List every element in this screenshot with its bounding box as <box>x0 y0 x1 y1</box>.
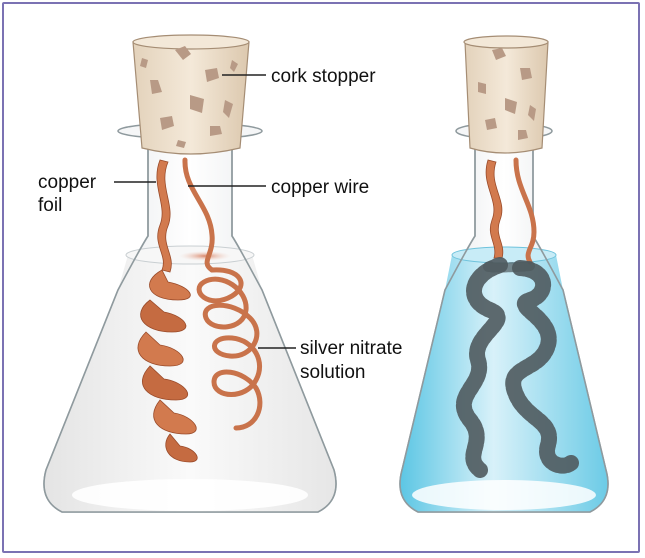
silver-nitrate-label-line2: solution <box>300 362 366 383</box>
right-flask-solution <box>400 255 608 512</box>
copper-foil-label-line2: foil <box>38 195 62 216</box>
right-cork-stopper <box>464 36 548 153</box>
cork-stopper-label: cork stopper <box>271 66 376 87</box>
copper-foil-label-line1: copper <box>38 172 97 193</box>
left-cork-stopper <box>133 35 249 154</box>
silver-nitrate-label-line1: silver nitrate <box>300 338 402 359</box>
copper-wire-label: copper wire <box>271 177 369 198</box>
